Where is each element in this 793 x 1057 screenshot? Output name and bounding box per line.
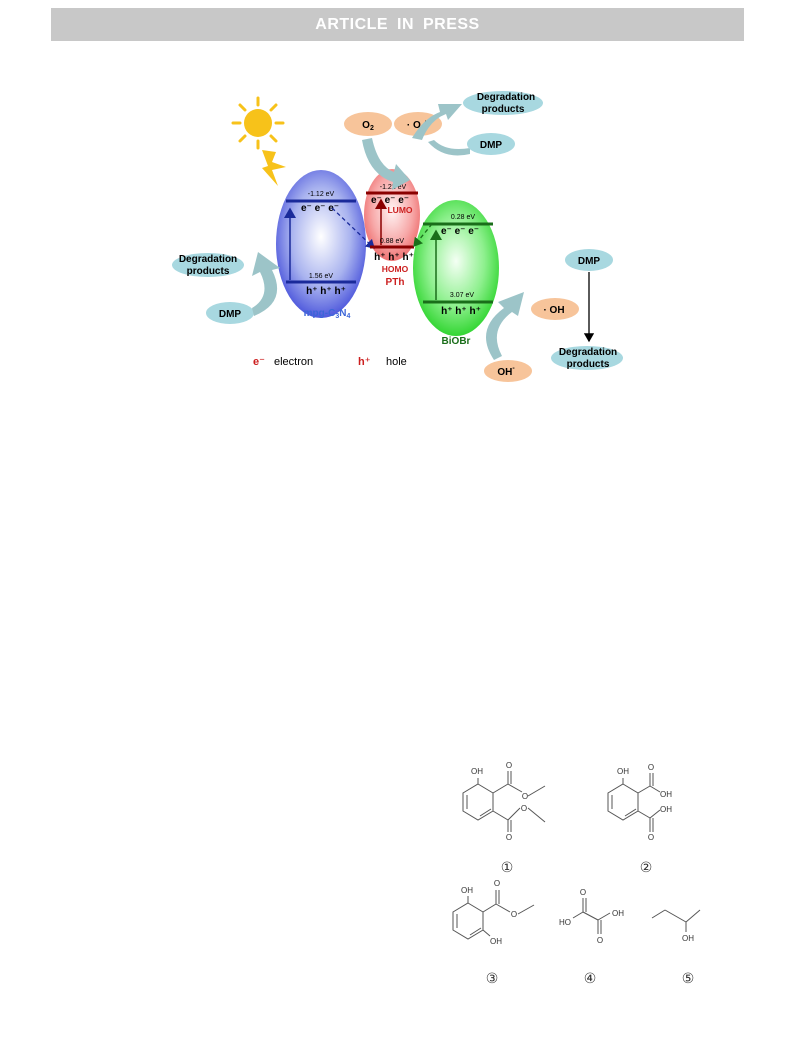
dmp-right-pill <box>565 249 613 271</box>
label-4: ④ <box>584 970 597 986</box>
pth-electrons: e⁻ e⁻ e⁻ <box>371 195 409 206</box>
legend-electron-symbol: e⁻ <box>253 356 265 368</box>
s4-ho: HO <box>559 918 571 927</box>
s1-oh: OH <box>471 767 483 776</box>
dmp-top-inflow-arrow <box>428 140 470 156</box>
s4-o-bottom: O <box>597 936 603 945</box>
oh-oxidation-arrow <box>486 292 524 360</box>
legend-hole-label: hole <box>386 356 407 368</box>
dmp-left-oxidation-arrow <box>252 252 280 316</box>
biobr-vb-energy: 3.07 eV <box>450 292 474 299</box>
structure-5 <box>651 909 701 932</box>
s2-oh-top: OH <box>617 767 629 776</box>
pth-lumo-label: LUMO <box>387 205 412 215</box>
hole-transfer-arrow <box>413 223 433 248</box>
mpg-c3n4-label: mpg-C3N4 <box>304 308 351 320</box>
s2-oh-mid: OH <box>660 790 672 799</box>
dmp-top-label: DMP <box>480 140 503 151</box>
s2-o-bottom: O <box>648 833 654 842</box>
s3-oh-top: OH <box>461 886 473 895</box>
degradation-right-line2: products <box>567 359 610 370</box>
pth-label: PTh <box>386 277 405 288</box>
dmp-left-label: DMP <box>219 309 242 320</box>
o2-label: O2 <box>362 120 374 132</box>
biobr-electrons: e⁻ e⁻ e⁻ <box>441 226 479 237</box>
oh-minus-pill <box>484 360 532 382</box>
s4-oh: OH <box>612 909 624 918</box>
mpg-homo-label: 1.56 eV <box>309 273 333 280</box>
electron-transfer-arrow <box>331 207 375 249</box>
mpg-holes: h⁺ h⁺ h⁺ <box>306 286 346 297</box>
structure-4 <box>572 898 611 934</box>
dmp-top-pill <box>467 133 515 155</box>
biobr-cb-energy: 0.28 eV <box>451 214 475 221</box>
label-2: ② <box>640 859 653 875</box>
degradation-right-pill <box>551 346 623 370</box>
legend-electron-label: electron <box>274 356 313 368</box>
degradation-top-line1: Degradation <box>477 92 535 103</box>
o2-reduction-arrow <box>362 138 410 190</box>
structure-3 <box>452 890 535 940</box>
structure-1 <box>462 771 546 832</box>
pth-homo-label: HOMO <box>382 264 409 274</box>
degradation-left-pill <box>172 253 244 277</box>
degradation-left-line2: products <box>187 266 230 277</box>
o2-pill <box>344 112 392 136</box>
article-in-press-banner: ARTICLE IN PRESS <box>51 8 744 41</box>
dmp-right-label: DMP <box>578 256 601 267</box>
s3-o-top: O <box>494 879 500 888</box>
biobr-holes: h⁺ h⁺ h⁺ <box>441 306 481 317</box>
structure-2 <box>607 773 661 832</box>
degradation-top-line2: products <box>482 104 525 115</box>
degradation-top-pill <box>463 91 543 115</box>
pth-holes: h⁺ h⁺ h⁺ <box>374 252 414 263</box>
s2-oh-low: OH <box>660 805 672 814</box>
dmp-left-pill <box>206 302 254 324</box>
sun-icon <box>231 96 285 150</box>
degradation-left-line1: Degradation <box>179 254 237 265</box>
label-5: ⑤ <box>682 970 695 986</box>
s4-o-top: O <box>580 888 586 897</box>
oh-radical-pill <box>531 298 579 320</box>
biobr-label: BiOBr <box>442 336 471 347</box>
s1-o-top: O <box>506 761 512 770</box>
s1-o-bottom: O <box>506 833 512 842</box>
s1-o-ester1: O <box>522 792 528 801</box>
s2-o-top: O <box>648 763 654 772</box>
oh-minus-label: OH- <box>497 365 515 378</box>
label-1: ① <box>501 859 514 875</box>
s1-o-ester2: O <box>521 804 527 813</box>
pth-homo-energy: 0.88 eV <box>380 238 404 245</box>
label-3: ③ <box>486 970 499 986</box>
s5-oh: OH <box>682 934 694 943</box>
mpg-lumo-label: -1.12 eV <box>308 191 335 198</box>
oh-radical-label: · OH <box>543 305 564 316</box>
degradation-right-line1: Degradation <box>559 347 617 358</box>
o2-radical-attack-arrow <box>412 104 462 140</box>
s3-oh-bottom: OH <box>490 937 502 946</box>
lightning-icon <box>262 150 286 186</box>
legend-hole-symbol: h⁺ <box>358 356 371 368</box>
mpg-electrons: e⁻ e⁻ e⁻ <box>301 203 339 214</box>
s3-o-ester: O <box>511 910 517 919</box>
